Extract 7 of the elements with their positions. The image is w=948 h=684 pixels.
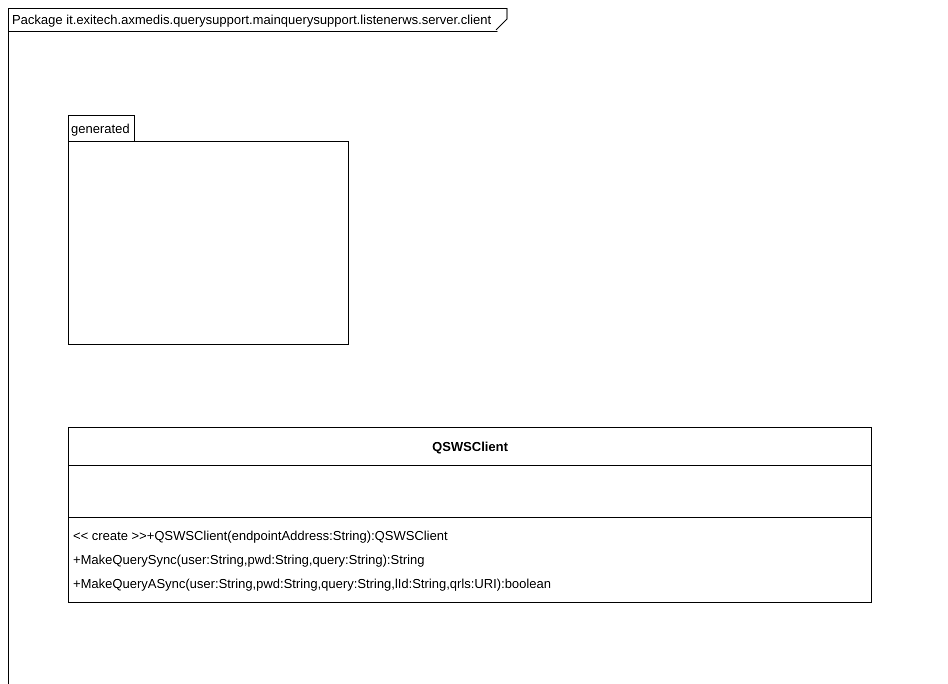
operation: +MakeQuerySync(user:String,pwd:String,query:String):String	[73, 551, 426, 569]
package-title: Package it.exitech.axmedis.querysupport.mainquerysupport.listenerws.server.client	[9, 8, 508, 32]
operation: << create >>+QSWSClient(endpointAddress:String):QSWSClient	[73, 527, 449, 545]
operation: +MakeQueryASync(user:String,pwd:String,query:String,lId:String,qrls:URI):boolean	[73, 575, 552, 593]
class-name: QSWSClient	[69, 428, 871, 466]
package-name: generated	[68, 115, 135, 141]
class-box	[68, 427, 872, 603]
